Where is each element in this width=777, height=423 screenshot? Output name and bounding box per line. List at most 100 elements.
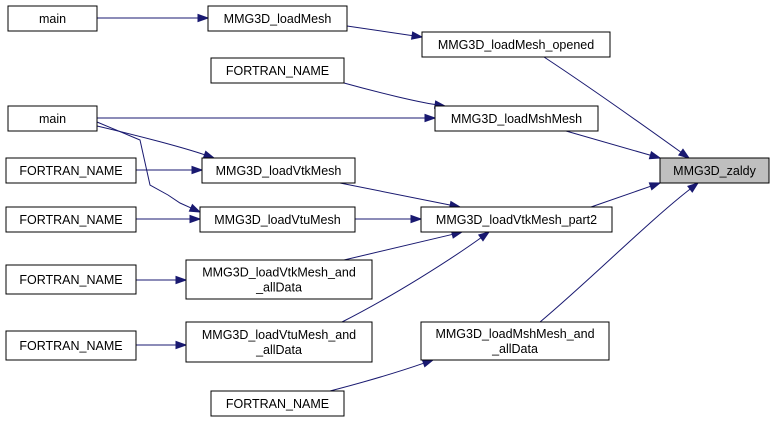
node-label: _allData	[491, 342, 538, 356]
arrow-head	[189, 214, 202, 224]
node-box	[210, 57, 345, 84]
node-label: FORTRAN_NAME	[19, 273, 122, 287]
edge-vtuAllData-to-part2	[341, 231, 491, 323]
arrow-head	[410, 214, 423, 224]
edge-loadMeshOpened-to-zaldy	[543, 56, 691, 159]
edge-line	[339, 182, 452, 206]
node-label: FORTRAN_NAME	[226, 397, 329, 411]
arrow-head	[197, 13, 210, 23]
node-box	[185, 259, 373, 300]
edge-fortran3-to-loadVtuMesh	[136, 214, 202, 224]
edge-line	[343, 82, 437, 106]
node-box	[7, 5, 98, 32]
edge-loadVtkMesh-to-part2	[339, 182, 462, 210]
node-box	[420, 206, 613, 233]
node-label: FORTRAN_NAME	[19, 213, 122, 227]
node-label: _allData	[255, 281, 302, 295]
edge-fortran2-to-loadVtkMesh	[136, 165, 204, 175]
node-label: FORTRAN_NAME	[226, 64, 329, 78]
node-label: main	[39, 12, 66, 26]
edge-loadVtuMesh-to-part2	[355, 214, 423, 224]
node-box	[199, 206, 356, 233]
arrow-head	[175, 275, 188, 285]
node-label: _allData	[255, 343, 302, 357]
arrow-head	[191, 165, 204, 175]
node-label: main	[39, 112, 66, 126]
edge-line	[343, 233, 454, 261]
arrow-head	[424, 113, 437, 123]
edge-main_mid-to-loadVtuMesh	[96, 121, 202, 213]
node-loadVtkMesh[interactable]: MMG3D_loadVtkMesh	[201, 157, 356, 184]
node-zaldy: MMG3D_zaldy	[659, 157, 770, 184]
node-label: MMG3D_loadVtuMesh_and	[202, 328, 356, 342]
node-box	[5, 330, 137, 361]
node-fortran3[interactable]: FORTRAN_NAME	[5, 206, 137, 233]
arrow-head	[477, 231, 491, 242]
node-label: FORTRAN_NAME	[19, 164, 122, 178]
node-fortran4[interactable]: FORTRAN_NAME	[5, 264, 137, 295]
arrow-head	[188, 203, 202, 213]
arrow-head	[677, 148, 691, 159]
node-label: MMG3D_loadMshMesh_and	[435, 327, 594, 341]
edge-mshAllData-to-zaldy	[539, 182, 700, 323]
node-loadMshMesh[interactable]: MMG3D_loadMshMesh	[434, 105, 599, 132]
node-box	[420, 321, 610, 361]
node-vtkAllData[interactable]: MMG3D_loadVtkMesh_and_allData	[185, 259, 373, 300]
node-loadMeshOpened[interactable]: MMG3D_loadMesh_opened	[421, 31, 611, 58]
node-box	[201, 157, 356, 184]
edge-line	[96, 125, 206, 156]
edge-main_mid-to-loadMshMesh	[97, 113, 437, 123]
edge-loadMesh-to-loadMeshOpened	[346, 25, 424, 40]
node-label: FORTRAN_NAME	[19, 339, 122, 353]
arrow-head	[202, 150, 216, 159]
edge-vtkAllData-to-part2	[343, 230, 464, 261]
node-box	[5, 264, 137, 295]
node-label: MMG3D_loadMesh	[224, 12, 332, 26]
edge-line	[543, 56, 682, 154]
edge-line	[590, 185, 652, 208]
node-box	[5, 157, 137, 184]
edge-line	[565, 130, 652, 156]
arrow-head	[648, 182, 662, 191]
edge-fortran5-to-vtuAllData	[136, 340, 188, 350]
edge-fortran4-to-vtkAllData	[136, 275, 188, 285]
node-box	[210, 390, 345, 417]
node-box	[207, 5, 348, 32]
node-fortran5[interactable]: FORTRAN_NAME	[5, 330, 137, 361]
node-loadVtuMesh[interactable]: MMG3D_loadVtuMesh	[199, 206, 356, 233]
node-layer: main MMG3D_loadMeshMMG3D_loadMesh_openedF…	[5, 5, 770, 417]
arrow-head	[648, 150, 662, 160]
node-label: MMG3D_zaldy	[673, 164, 756, 178]
arrow-head	[410, 31, 424, 40]
edge-line	[341, 236, 482, 323]
node-label: MMG3D_loadVtkMesh_and	[202, 266, 356, 280]
node-box	[7, 105, 98, 132]
node-fortran1[interactable]: FORTRAN_NAME	[210, 57, 345, 84]
node-vtuAllData[interactable]: MMG3D_loadVtuMesh_and_allData	[185, 321, 373, 363]
node-label: MMG3D_loadVtkMesh_part2	[436, 213, 597, 227]
edge-loadMshMesh-to-zaldy	[565, 130, 662, 160]
edge-main_top-to-loadMesh	[97, 13, 210, 23]
node-label: MMG3D_loadVtkMesh	[216, 164, 342, 178]
node-box	[185, 321, 373, 363]
node-label: MMG3D_loadVtuMesh	[214, 213, 340, 227]
edge-line	[329, 362, 425, 392]
node-main_mid[interactable]: main	[7, 105, 98, 132]
edge-part2-to-zaldy	[590, 182, 662, 208]
node-fortran2[interactable]: FORTRAN_NAME	[5, 157, 137, 184]
node-box	[434, 105, 599, 132]
arrow-head	[175, 340, 188, 350]
node-mshAllData[interactable]: MMG3D_loadMshMesh_and_allData	[420, 321, 610, 361]
node-box	[659, 157, 770, 184]
edge-main_mid-to-loadVtkMesh	[96, 125, 216, 159]
edge-fortran1-to-loadMshMesh	[343, 82, 447, 109]
edge-line	[346, 25, 414, 37]
edge-line	[96, 121, 192, 209]
edge-line	[539, 188, 692, 323]
node-label: MMG3D_loadMshMesh	[451, 112, 582, 126]
node-loadMesh[interactable]: MMG3D_loadMesh	[207, 5, 348, 32]
node-main_top[interactable]: main	[7, 5, 98, 32]
node-fortran6[interactable]: FORTRAN_NAME	[210, 390, 345, 417]
node-part2[interactable]: MMG3D_loadVtkMesh_part2	[420, 206, 613, 233]
node-box	[5, 206, 137, 233]
